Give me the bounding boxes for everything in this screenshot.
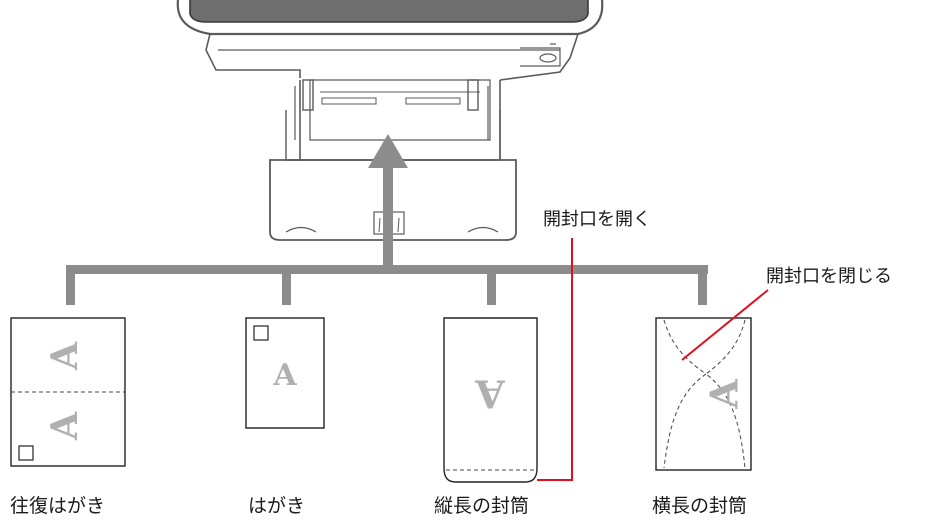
portrait-envelope-card: A [443,317,538,483]
connector-drop-postcard [282,265,291,305]
card-letter: A [272,358,297,393]
arrow-shaft [383,166,393,266]
portrait-envelope-label: 縦長の封筒 [434,495,530,517]
stamp-box [18,445,34,461]
connector-bar [66,265,708,305]
open-flap-callout: 開封口を開く [543,209,651,230]
connector-drop-landscape-envelope [698,265,707,305]
open-flap-callout-line [537,238,573,481]
arrow-head [368,134,408,168]
card-letter: A [702,379,747,410]
card-letter: A [44,411,86,441]
landscape-envelope-card: A [655,317,752,471]
landscape-envelope-label: 横長の封筒 [652,495,748,517]
connector-drop-return-postcard [66,265,75,305]
postcard-label: はがき [248,495,306,517]
feed-direction-arrow [368,134,408,266]
postcard-card: A [245,317,325,429]
close-flap-callout-line [681,289,769,361]
return-postcard-label: 往復はがき [10,495,106,517]
card-letter: A [475,372,506,417]
card-letter: A [44,341,86,371]
close-flap-callout: 開封口を閉じる [766,266,892,287]
return-postcard-card: A A [10,317,126,467]
stamp-box [253,325,269,341]
connector-drop-portrait-envelope [487,265,496,305]
